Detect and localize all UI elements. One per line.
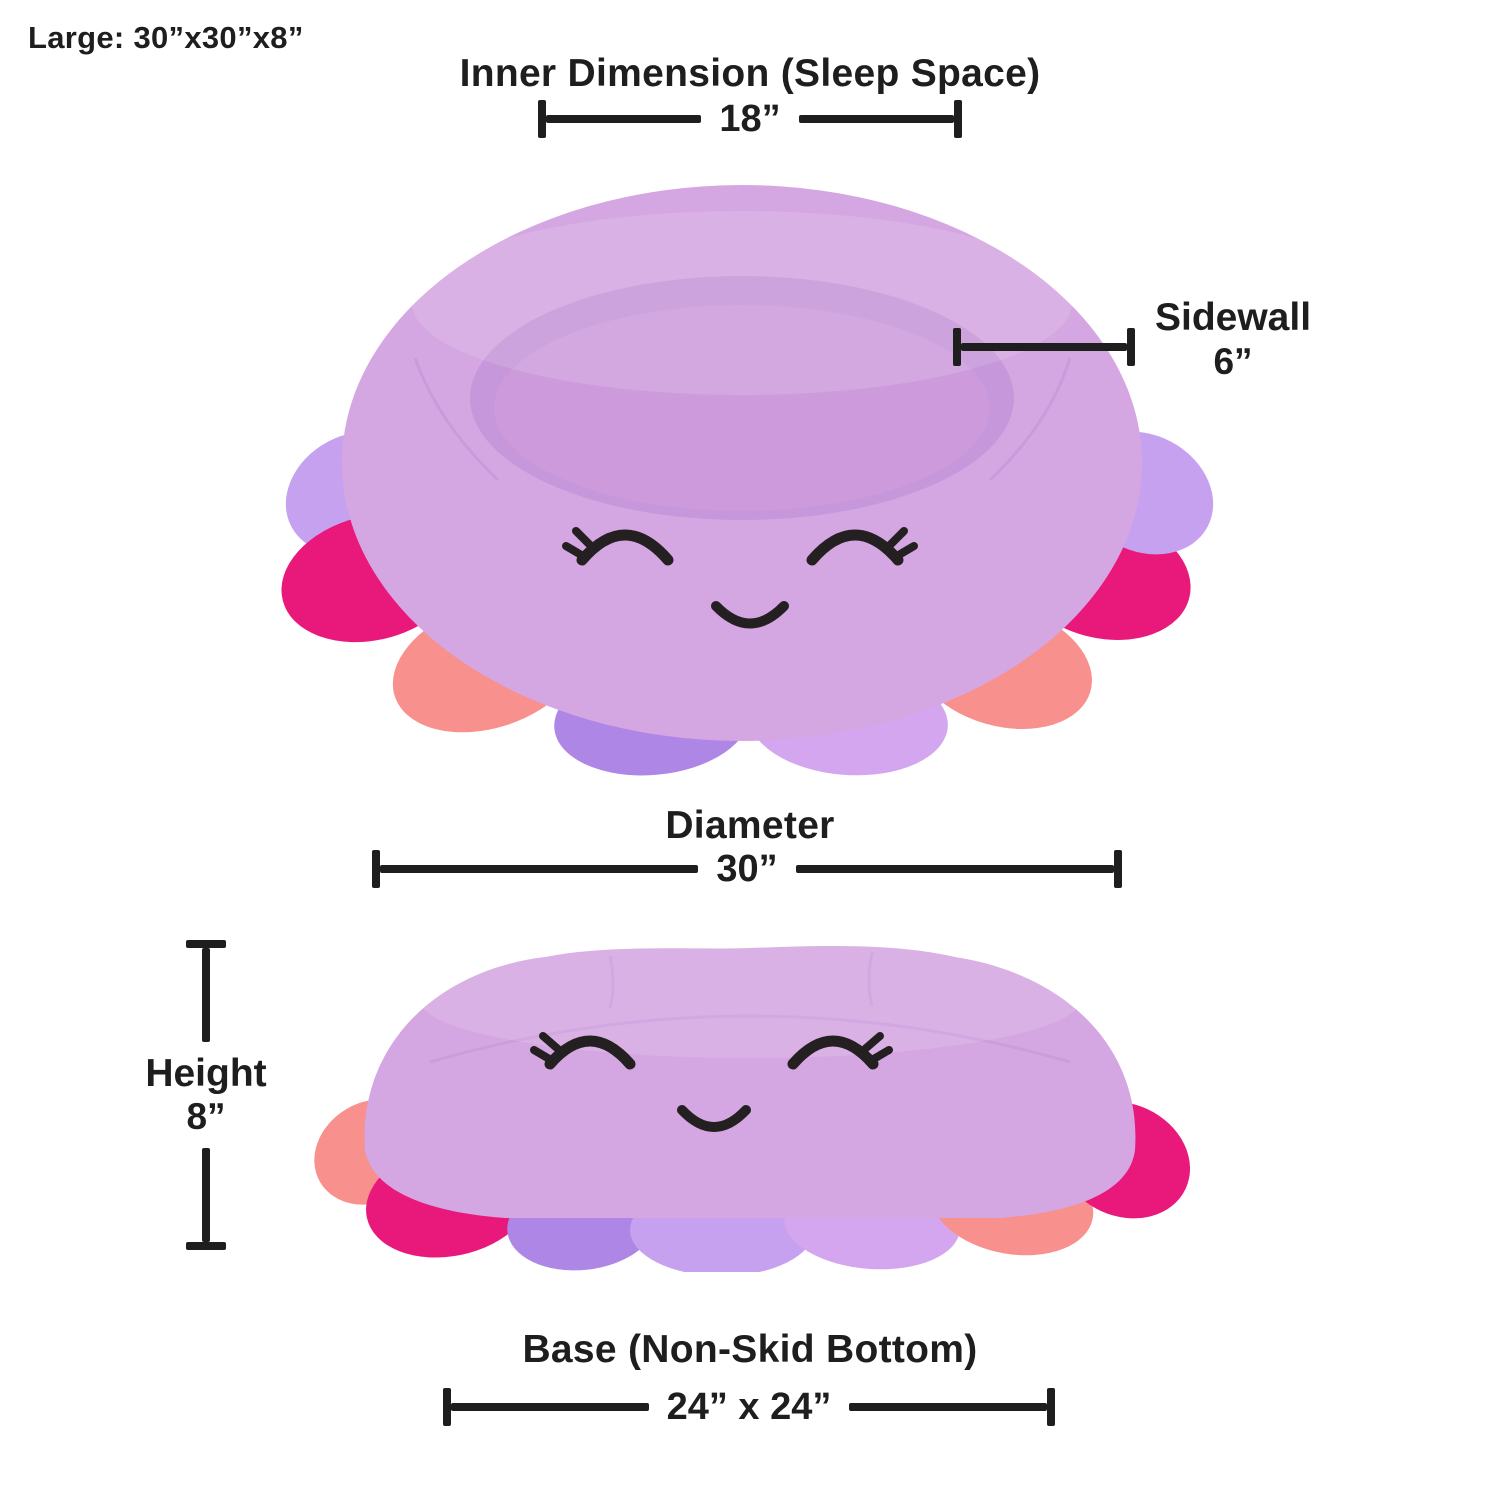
rim-highlight (412, 211, 1072, 395)
bar-line (451, 1403, 649, 1411)
bar-endcap-left (953, 328, 961, 366)
left-eyelash (530, 1046, 555, 1064)
bar-line (795, 865, 1114, 873)
octopus-bed-top-view (281, 185, 1214, 776)
bar-endcap-left (538, 100, 546, 138)
bar-endcap-right (954, 100, 962, 138)
right-eyelash (886, 527, 908, 549)
height-value: 8” (186, 1096, 226, 1138)
inner-dimension-bar: 18” (538, 100, 962, 138)
bar-endcap-right (1114, 850, 1122, 888)
right-eyelash (893, 542, 918, 560)
bar-endcap-right (1127, 328, 1135, 366)
octopus-bed-side-view (314, 942, 1190, 1272)
bar-line (849, 1403, 1048, 1411)
bar-endcap-left (443, 1388, 451, 1426)
height-bar: Height 8” (140, 940, 272, 1251)
bar-line (202, 948, 210, 1043)
inner-dimension-title: Inner Dimension (Sleep Space) (459, 52, 1041, 95)
right-eyelash (868, 1046, 893, 1064)
diameter-bar: 30” (372, 850, 1122, 888)
smile (677, 1105, 751, 1132)
left-eyelash (562, 542, 587, 560)
bar-line (798, 115, 954, 123)
rim-crease (429, 1014, 1071, 1064)
face-top-view (562, 527, 918, 629)
left-eyelash (572, 527, 594, 549)
bed-body-top-view (342, 185, 1142, 741)
right-eye (787, 1035, 879, 1070)
bar-endcap-top (186, 940, 226, 948)
rim-crease (608, 955, 615, 1009)
bed-body-side-view (364, 942, 1136, 1218)
base-title: Base (Non-Skid Bottom) (522, 1328, 978, 1371)
height-label: Height 8” (145, 1042, 266, 1147)
bar-line (380, 865, 699, 873)
size-label: Large: 30”x30”x8” (28, 20, 304, 55)
rim-highlight (420, 942, 1080, 1058)
bar-line (202, 1147, 210, 1243)
base-value: 24” x 24” (666, 1386, 832, 1428)
sidewall-bar (953, 328, 1135, 366)
sidewall-label: Sidewall 6” (1145, 296, 1321, 383)
diameter-value: 30” (716, 848, 778, 890)
rim-crease (413, 357, 500, 482)
right-eyelash (861, 1032, 884, 1053)
left-eye (576, 529, 674, 566)
bar-endcap-right (1047, 1388, 1056, 1426)
right-eye (806, 529, 904, 566)
face-side-view (530, 1032, 893, 1132)
diameter-title: Diameter (665, 804, 835, 847)
smile (711, 601, 789, 629)
bar-line (961, 343, 1127, 351)
inner-cushion (494, 305, 990, 511)
bed-ring-side (364, 945, 1136, 1218)
bar-endcap-left (372, 850, 380, 888)
rim-crease (988, 357, 1072, 482)
bar-endcap-bottom (186, 1242, 226, 1251)
rim-crease (867, 951, 874, 1007)
sidewall-value: 6” (1213, 340, 1253, 382)
inner-dimension-value: 18” (719, 98, 781, 140)
sidewall-title: Sidewall (1154, 296, 1312, 339)
base-bar: 24” x 24” (443, 1386, 1056, 1428)
height-title: Height (145, 1052, 267, 1096)
left-eyelash (539, 1032, 562, 1053)
bar-line (546, 115, 702, 123)
left-eye (544, 1035, 636, 1070)
